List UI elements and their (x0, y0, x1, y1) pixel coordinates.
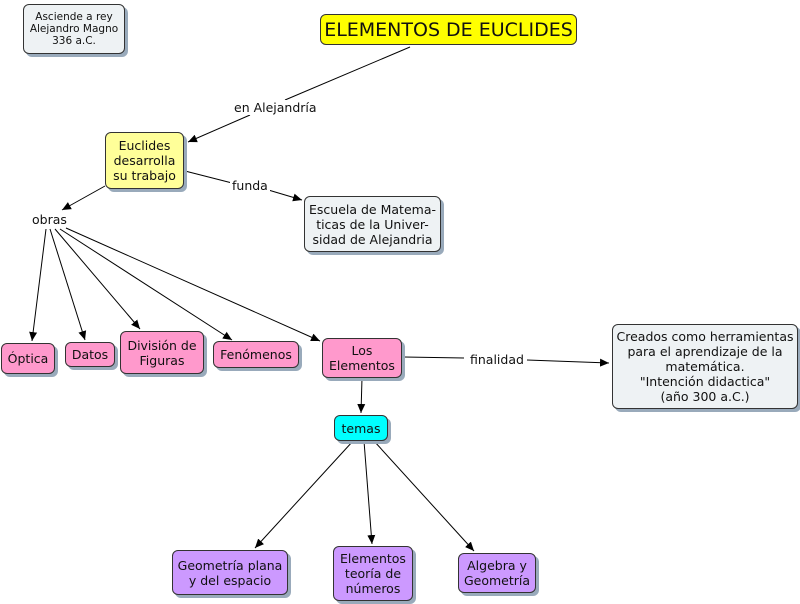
arrow-temas-to-algebra (373, 440, 475, 552)
title-node[interactable]: ELEMENTOS DE EUCLIDES (320, 14, 577, 45)
los-elementos-node[interactable]: Los Elementos (322, 338, 402, 378)
arrow-los-elementos-to-temas (357, 377, 366, 414)
creados-node[interactable]: Creados como herramientas para el aprend… (612, 324, 798, 409)
optica-node[interactable]: Óptica (1, 343, 55, 374)
algebra-node[interactable]: Algebra y Geometría (458, 553, 536, 593)
geometria-node[interactable]: Geometría plana y del espacio (172, 550, 288, 595)
arrow-obras-to-los-elementos (65, 227, 321, 342)
arrow-obras-to-datos (49, 228, 87, 341)
arrow-funda-to-escuela (264, 188, 303, 202)
datos-node[interactable]: Datos (65, 342, 115, 367)
fenomenos-node[interactable]: Fenómenos (213, 341, 299, 368)
line-euclides-to-funda (184, 170, 237, 185)
arrow-temas-to-teoria (363, 440, 376, 545)
arrow-temas-to-geometria (254, 440, 354, 549)
teoria-node[interactable]: Elementos teoría de números (333, 546, 413, 601)
temas-node[interactable]: temas (334, 415, 388, 441)
euclides-node[interactable]: Euclides desarrolla su trabajo (105, 132, 184, 189)
line-title-to-alejandria (284, 46, 411, 101)
label-finalidad: finalidad (468, 352, 526, 367)
label-funda: funda (230, 178, 270, 193)
arrow-obras-to-optica (29, 228, 47, 342)
arrow-alejandria-to-euclides (187, 114, 251, 143)
label-obras: obras (30, 212, 69, 227)
line-los-elementos-to-finalidad (403, 356, 465, 359)
arrow-obras-to-division (54, 228, 141, 330)
arrow-finalidad-to-creados (526, 358, 610, 367)
escuela-node[interactable]: Escuela de Matema- ticas de la Univer- s… (304, 196, 441, 252)
arrow-euclides-to-obras (61, 185, 106, 211)
arrow-obras-to-fenomenos (59, 228, 233, 341)
label-en-alejandria: en Alejandría (232, 100, 319, 115)
note-alejandro-magno-node[interactable]: Asciende a rey Alejandro Magno 336 a.C. (23, 4, 125, 54)
division-node[interactable]: División de Figuras (120, 331, 204, 374)
